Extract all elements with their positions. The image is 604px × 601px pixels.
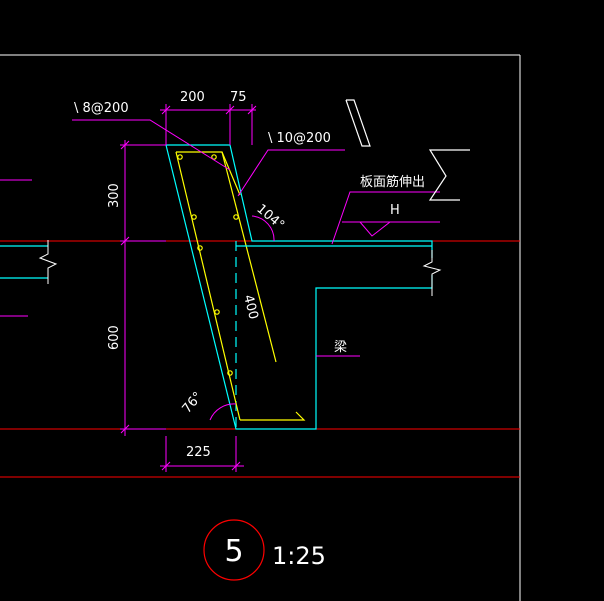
- rebar-inner-diagonal: [175, 151, 241, 421]
- rebar-top-hook: [176, 151, 241, 196]
- rebar-outer-diagonal: [221, 151, 277, 363]
- rebar-dot: [177, 154, 183, 160]
- detail-circle: [203, 519, 265, 581]
- leader-rebar-b: [237, 149, 345, 197]
- rebar-bottom-hook: [240, 411, 306, 421]
- angle-bottom-label: 76°: [180, 389, 206, 416]
- rebar-dot: [197, 245, 203, 251]
- break-marks: [38, 240, 442, 296]
- angle-arc-top: [251, 215, 275, 242]
- drawing-frame: [0, 54, 521, 601]
- detail-number: 5: [224, 534, 243, 569]
- angle-arc-bottom: [209, 403, 237, 421]
- rebar-a-label: \ 8@200: [74, 101, 129, 116]
- dim-lower-height: 600: [107, 325, 122, 350]
- axis-lines: [0, 240, 520, 478]
- dim-bottom-width: 225: [186, 445, 211, 460]
- rebar-dot: [191, 214, 197, 220]
- beam-label: 梁: [334, 340, 347, 355]
- rebar-dot: [233, 214, 239, 220]
- dimension-lines: [0, 104, 440, 472]
- leader-slab-note: [331, 191, 440, 245]
- slab-note-label: 板面筋伸出: [360, 174, 425, 190]
- dim-top-right: 75: [230, 90, 247, 105]
- rebar-dot: [214, 309, 220, 315]
- dim-upper-height: 300: [107, 183, 122, 208]
- section-symbols: [345, 99, 470, 201]
- rebar-group: [175, 151, 432, 421]
- detail-marker: 5 1:25: [203, 519, 326, 581]
- detail-scale: 1:25: [272, 542, 326, 570]
- dim-diag-length: 400: [240, 293, 261, 321]
- rebar-dot: [227, 370, 233, 376]
- h-mark-label: H: [390, 203, 400, 218]
- rebar-dot: [211, 154, 217, 160]
- dim-top-width: 200: [180, 90, 205, 105]
- leader-rebar-a: [72, 119, 231, 171]
- rebar-b-label: \ 10@200: [268, 131, 331, 146]
